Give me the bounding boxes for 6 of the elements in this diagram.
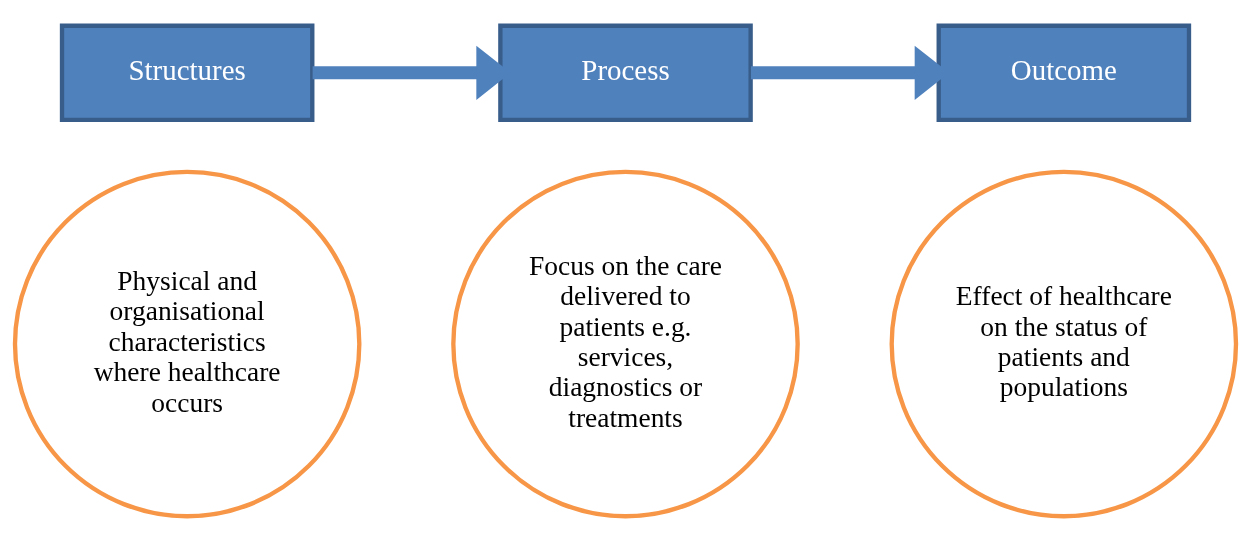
node-box: Outcome — [936, 23, 1192, 122]
node-circle: Physical and organisational characteristics where healthcare occurs — [12, 169, 362, 519]
node-circle: Effect of healthcare on the status of patients and populations — [889, 169, 1239, 519]
node-circle: Focus on the care delivered to patients e.g. services, diagnostics or treatments — [451, 169, 800, 519]
node-box: Process — [498, 23, 753, 122]
node-box: Structures — [59, 23, 315, 122]
